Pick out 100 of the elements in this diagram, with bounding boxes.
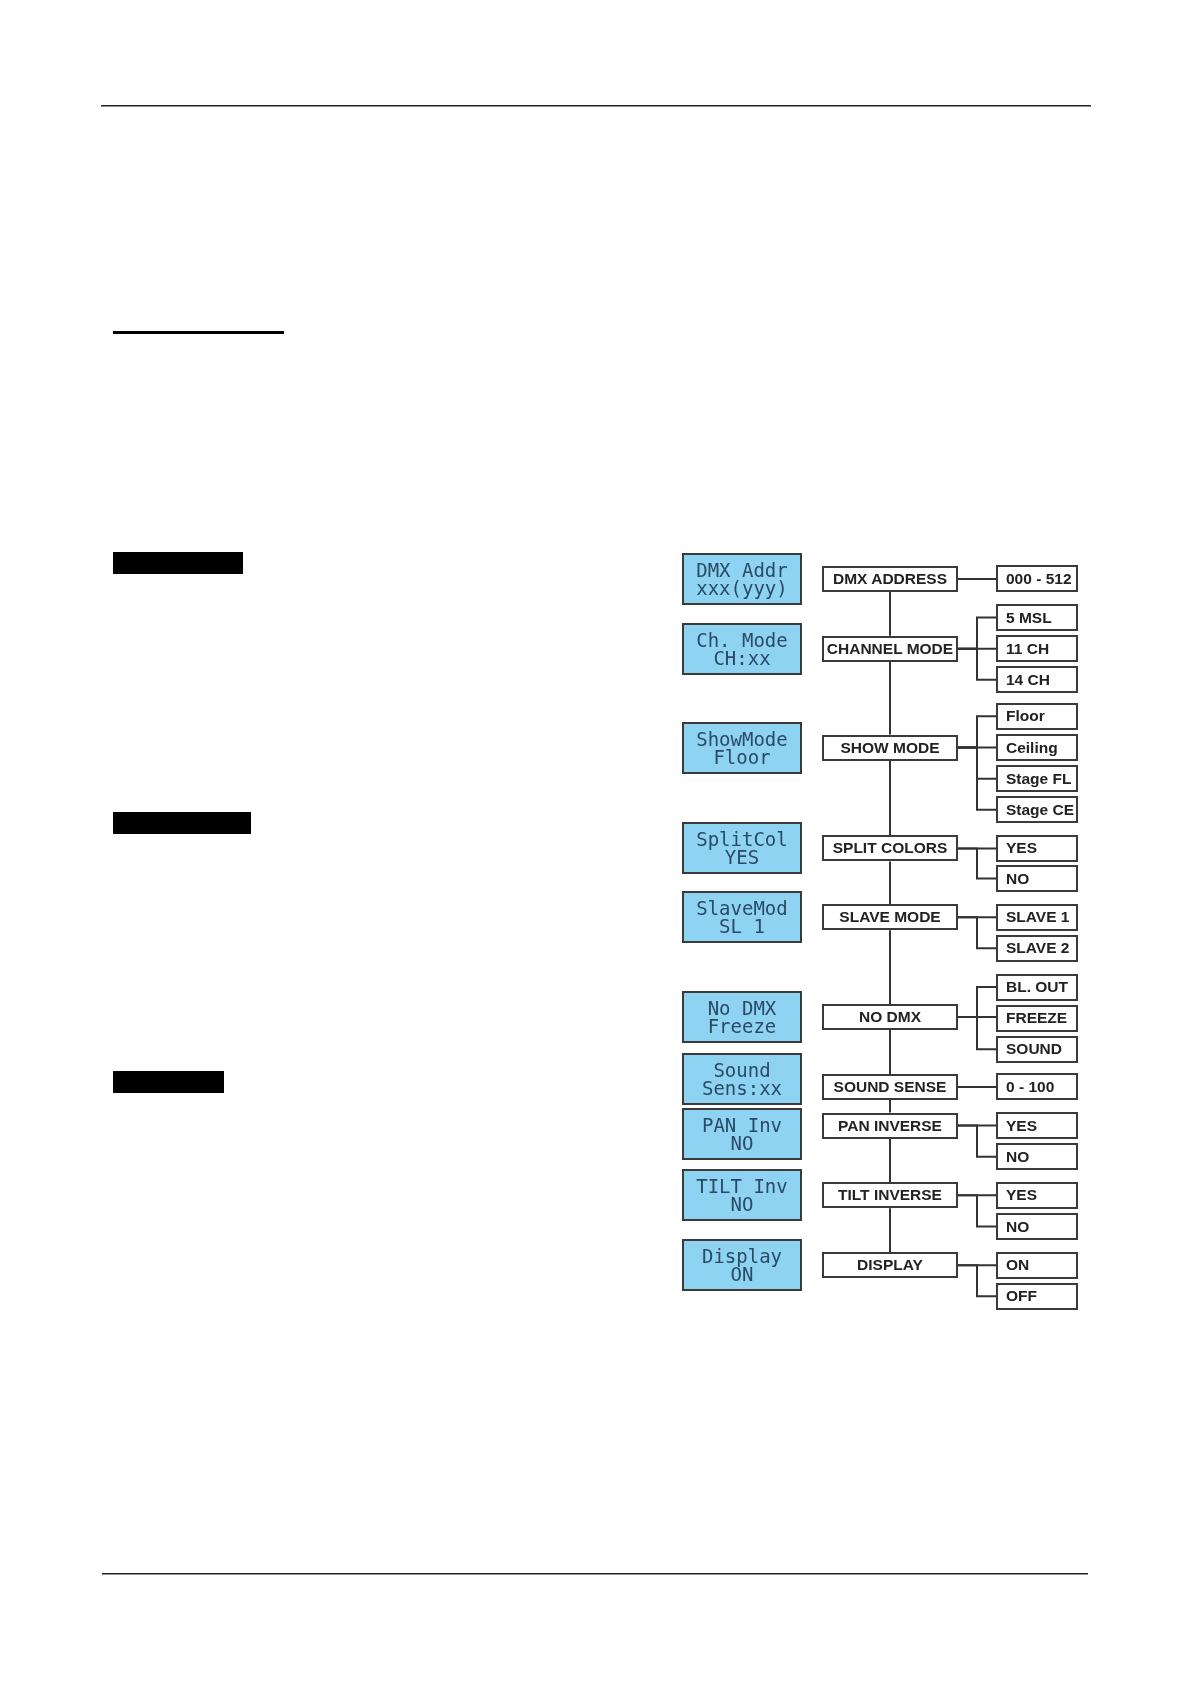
connector-line xyxy=(957,1016,997,1051)
option-box xyxy=(996,666,1078,694)
option-box xyxy=(996,1035,1078,1063)
label-text: 000 - 512 xyxy=(1006,569,1072,588)
menu-box xyxy=(822,1073,958,1100)
menu-box xyxy=(822,904,958,931)
label-text: YES xyxy=(1006,839,1037,858)
option-box xyxy=(996,1282,1078,1310)
label-text: Stage CE xyxy=(1006,800,1075,819)
connector-line xyxy=(889,1137,891,1184)
lcd-display xyxy=(682,1239,802,1292)
label-text: ShowMode xyxy=(696,729,788,748)
label-text: PAN Inv xyxy=(701,1116,783,1135)
label-text: TILT Inv xyxy=(696,1177,788,1196)
lcd-display xyxy=(682,622,802,675)
label-text: Sound xyxy=(713,1061,771,1080)
label-text: BL. OUT xyxy=(1006,978,1068,996)
option-box xyxy=(996,1073,1078,1101)
connector-line xyxy=(889,1207,891,1254)
connector-line xyxy=(957,577,997,580)
label-text: Stage FL xyxy=(1006,769,1072,788)
label-text: SLAVE 1 xyxy=(1006,908,1070,927)
label-text: SOUND SENSE xyxy=(833,1077,947,1096)
label-text: Ceiling xyxy=(1006,738,1058,757)
label-text: OFF xyxy=(1006,1287,1037,1306)
option-box xyxy=(996,834,1078,862)
connector-line xyxy=(889,759,891,837)
label-text: Floor xyxy=(713,747,771,766)
connector-line xyxy=(957,746,997,811)
label-text: SHOW MODE xyxy=(840,738,940,757)
option-box xyxy=(996,702,1078,730)
label-text: Display xyxy=(701,1247,783,1266)
connector-line xyxy=(957,1085,997,1088)
label-text: NO xyxy=(1006,1147,1030,1166)
menu-box xyxy=(822,835,958,862)
label-text: TILT INVERSE xyxy=(838,1186,942,1205)
label-text: PAN INVERSE xyxy=(838,1116,942,1135)
connector-line xyxy=(957,1194,997,1228)
menu-box xyxy=(822,1252,958,1279)
option-box xyxy=(996,1112,1078,1140)
label-text: DISPLAY xyxy=(857,1256,923,1275)
menu-box xyxy=(822,565,958,592)
label-text: 11 CH xyxy=(1006,639,1050,658)
lcd-display xyxy=(682,991,802,1044)
label-text: FREEZE xyxy=(1006,1009,1068,1028)
lcd-display xyxy=(682,891,802,944)
label-text: CH:xx xyxy=(713,648,771,667)
connector-line xyxy=(957,847,997,880)
label-text: Freeze xyxy=(707,1017,777,1036)
lcd-display xyxy=(682,1053,802,1106)
label-text: SLAVE MODE xyxy=(839,908,941,927)
menu-box xyxy=(822,1004,958,1031)
option-box xyxy=(996,865,1078,893)
option-box xyxy=(996,1213,1078,1240)
label-text: SPLIT COLORS xyxy=(832,839,948,858)
option-box xyxy=(996,635,1078,663)
label-text: Ch. Mode xyxy=(696,630,788,649)
option-box xyxy=(996,973,1078,1001)
connector-line xyxy=(889,860,891,906)
label-text: SLAVE 2 xyxy=(1006,939,1070,958)
label-text: No DMX xyxy=(707,999,777,1018)
connector-line xyxy=(889,1098,891,1114)
option-box xyxy=(996,734,1078,761)
label-text: DMX ADDRESS xyxy=(833,569,947,588)
label-text: Floor xyxy=(1006,707,1045,726)
label-text: SOUND xyxy=(1006,1040,1062,1059)
option-box xyxy=(996,765,1078,793)
option-box xyxy=(996,1004,1078,1032)
label-text: SplitCol xyxy=(696,830,788,849)
connector-line xyxy=(889,1029,891,1075)
option-box xyxy=(996,565,1078,593)
label-text: NO xyxy=(1006,1217,1030,1236)
option-box xyxy=(996,1181,1078,1209)
connector-line xyxy=(957,647,997,681)
label-text: Sens:xx xyxy=(701,1079,783,1098)
label-text: YES xyxy=(1006,1186,1037,1205)
label-text: SL 1 xyxy=(719,917,765,936)
option-box xyxy=(996,1143,1078,1171)
lcd-display xyxy=(682,1169,802,1222)
option-box xyxy=(996,1251,1078,1279)
label-text: YES xyxy=(1006,1116,1037,1135)
connector-line xyxy=(957,1124,997,1158)
menu-box xyxy=(822,1182,958,1209)
label-text: xxx(yyy) xyxy=(696,578,788,597)
label-text: YES xyxy=(724,848,760,867)
label-text: 14 CH xyxy=(1006,670,1050,689)
lcd-display xyxy=(682,552,802,605)
connector-line xyxy=(957,1264,997,1298)
option-box xyxy=(996,934,1078,962)
label-text: NO DMX xyxy=(859,1008,921,1027)
connector-line xyxy=(889,929,891,1006)
label-text: NO xyxy=(730,1195,754,1214)
label-text: SlaveMod xyxy=(696,899,788,918)
label-text: CHANNEL MODE xyxy=(826,639,954,658)
option-box xyxy=(996,604,1078,632)
connector-line xyxy=(889,590,891,637)
option-box xyxy=(996,796,1078,824)
lcd-display xyxy=(682,1108,802,1161)
connector-line xyxy=(957,916,997,950)
menu-box xyxy=(822,1112,958,1139)
